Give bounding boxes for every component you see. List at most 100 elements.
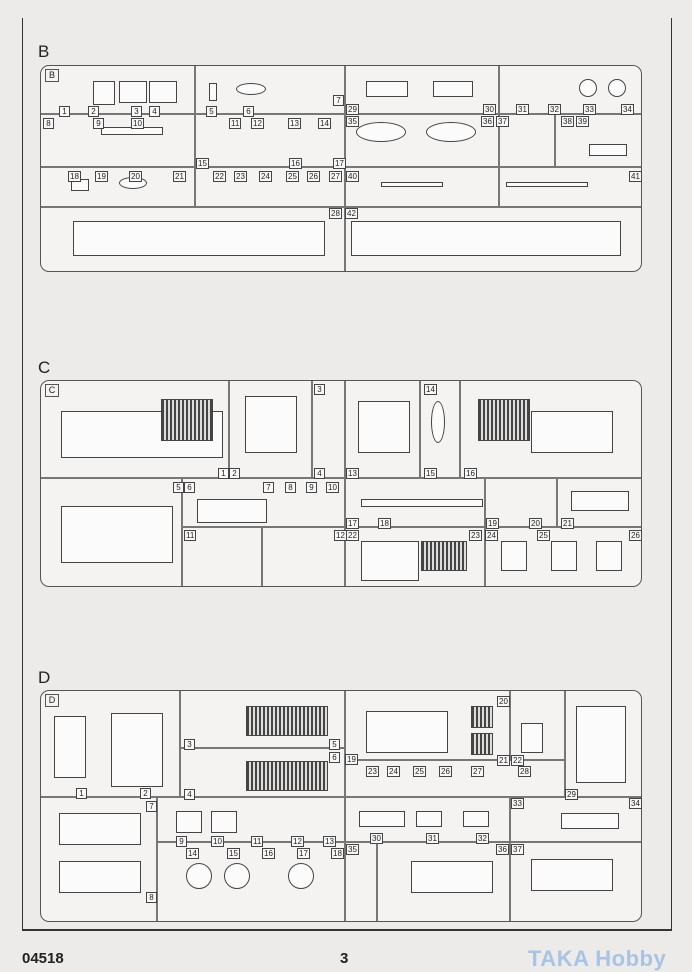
part-number-c-24: 24 xyxy=(485,530,498,541)
part-outline xyxy=(119,81,147,103)
part-number-c-6: 6 xyxy=(184,482,195,493)
part-outline xyxy=(608,79,626,97)
part-number-c-1: 1 xyxy=(218,468,229,479)
part-number-b-19: 19 xyxy=(95,171,108,182)
sprue-runner xyxy=(261,526,263,586)
part-outline xyxy=(531,859,613,891)
part-outline xyxy=(54,716,86,778)
part-outline xyxy=(288,863,314,889)
part-number-b-39: 39 xyxy=(576,116,589,127)
part-outline xyxy=(579,79,597,97)
sprue-runner xyxy=(228,381,230,477)
part-number-b-29: 29 xyxy=(346,104,359,115)
part-number-d-25: 25 xyxy=(413,766,426,777)
part-outline xyxy=(211,811,237,833)
part-number-d-6: 6 xyxy=(329,752,340,763)
part-outline xyxy=(366,81,408,97)
part-number-b-37: 37 xyxy=(496,116,509,127)
part-number-b-11: 11 xyxy=(229,118,242,129)
part-outline xyxy=(531,411,613,453)
part-number-d-8: 8 xyxy=(146,892,157,903)
part-outline xyxy=(471,706,493,728)
part-number-c-15: 15 xyxy=(424,468,437,479)
sprue-runner xyxy=(156,841,641,843)
part-outline xyxy=(411,861,493,893)
sprue-runner xyxy=(41,206,641,208)
part-number-b-4: 4 xyxy=(149,106,160,117)
part-number-b-13: 13 xyxy=(288,118,301,129)
part-outline xyxy=(521,723,543,753)
part-number-b-31: 31 xyxy=(516,104,529,115)
part-number-b-35: 35 xyxy=(346,116,359,127)
part-outline xyxy=(224,863,250,889)
part-number-d-27: 27 xyxy=(471,766,484,777)
sprue-runner xyxy=(41,113,641,115)
part-number-d-4: 4 xyxy=(184,789,195,800)
part-number-d-34: 34 xyxy=(629,798,642,809)
sprue-runner xyxy=(181,526,641,528)
part-number-d-2: 2 xyxy=(140,788,151,799)
sprue-runner xyxy=(554,113,556,166)
part-number-d-5: 5 xyxy=(329,739,340,750)
sprue-runner xyxy=(179,691,181,796)
part-outline xyxy=(561,813,619,829)
part-outline xyxy=(61,506,173,563)
part-number-b-38: 38 xyxy=(561,116,574,127)
part-number-d-18: 18 xyxy=(331,848,344,859)
part-number-b-41: 41 xyxy=(629,171,642,182)
part-number-c-16: 16 xyxy=(464,468,477,479)
part-number-d-9: 9 xyxy=(176,836,187,847)
part-number-c-4: 4 xyxy=(314,468,325,479)
part-number-d-36: 36 xyxy=(496,844,509,855)
sprue-d-tag: D xyxy=(45,694,59,707)
part-number-d-11: 11 xyxy=(251,836,264,847)
sprue-b-heading: B xyxy=(38,42,50,61)
sprue-runner xyxy=(556,477,558,526)
part-outline xyxy=(111,713,163,787)
sprue-runner xyxy=(344,691,346,921)
part-outline xyxy=(59,813,141,845)
part-number-d-16: 16 xyxy=(262,848,275,859)
part-number-b-3: 3 xyxy=(131,106,142,117)
part-number-b-25: 25 xyxy=(286,171,299,182)
part-number-b-6: 6 xyxy=(243,106,254,117)
sprue-runner xyxy=(156,796,158,921)
part-number-c-5: 5 xyxy=(173,482,184,493)
part-number-d-10: 10 xyxy=(211,836,224,847)
sprue-d-heading: D xyxy=(38,668,51,687)
part-outline xyxy=(149,81,177,103)
part-number-d-33: 33 xyxy=(511,798,524,809)
kit-code: 04518 xyxy=(22,950,64,967)
part-outline xyxy=(197,499,267,523)
part-number-b-34: 34 xyxy=(621,104,634,115)
part-number-d-1: 1 xyxy=(76,788,87,799)
part-number-b-12: 12 xyxy=(251,118,264,129)
part-outline xyxy=(381,182,443,187)
part-outline xyxy=(366,711,448,753)
sprue-runner xyxy=(564,691,566,796)
part-number-d-35: 35 xyxy=(346,844,359,855)
part-number-b-7: 7 xyxy=(333,95,344,106)
part-number-d-24: 24 xyxy=(387,766,400,777)
part-number-c-22: 22 xyxy=(346,530,359,541)
part-number-c-10: 10 xyxy=(326,482,339,493)
sprue-runner xyxy=(181,477,183,586)
page-bottom-rule xyxy=(22,929,672,931)
part-number-d-17: 17 xyxy=(297,848,310,859)
part-number-b-8: 8 xyxy=(43,118,54,129)
part-number-b-33: 33 xyxy=(583,104,596,115)
sprue-runner xyxy=(344,759,564,761)
watermark: TAKA Hobby xyxy=(528,946,667,971)
part-outline xyxy=(416,811,442,827)
part-outline xyxy=(236,83,266,95)
part-number-d-29: 29 xyxy=(565,789,578,800)
part-number-c-12: 12 xyxy=(334,530,347,541)
part-outline xyxy=(576,706,626,783)
sprue-runner xyxy=(459,381,461,477)
part-outline xyxy=(186,863,212,889)
part-number-d-28: 28 xyxy=(518,766,531,777)
part-outline xyxy=(245,396,297,453)
part-outline xyxy=(589,144,627,156)
